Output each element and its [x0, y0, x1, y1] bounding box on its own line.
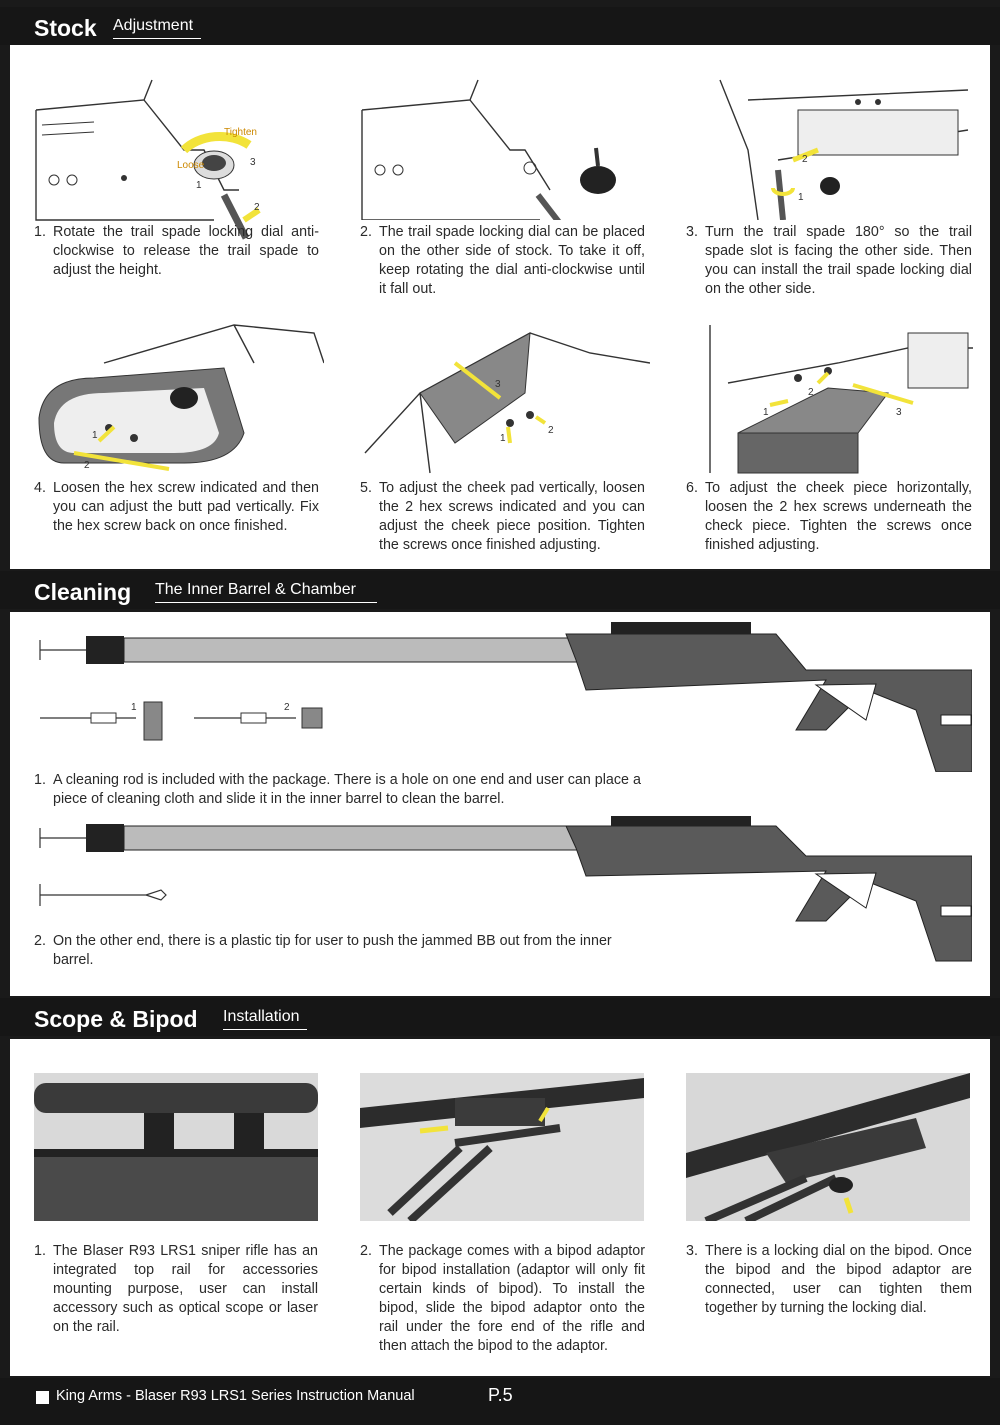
bipod-adaptor-photo: [360, 1073, 644, 1221]
cleaning-section-header: Cleaning The Inner Barrel & Chamber: [0, 571, 1000, 609]
section-subtitle: Adjustment: [113, 17, 194, 34]
svg-text:3: 3: [495, 379, 501, 390]
scope-step-1-caption: 1. The Blaser R93 LRS1 sniper rifle has …: [34, 1243, 318, 1335]
header-rule: [113, 38, 201, 39]
spade-turned-figure: 1 2: [718, 70, 974, 220]
dial-removed-figure: [360, 70, 650, 220]
scope-section-header: Scope & Bipod Installation: [0, 998, 1000, 1036]
svg-text:2: 2: [84, 460, 90, 471]
svg-text:2: 2: [548, 425, 554, 436]
scope-photo: [34, 1073, 318, 1221]
svg-text:1: 1: [500, 433, 506, 444]
svg-text:2: 2: [808, 387, 814, 398]
stock-step-2-caption: 2. The trail spade locking dial can be p…: [360, 224, 645, 297]
scope-panel: 1. The Blaser R93 LRS1 sniper rifle has …: [10, 1039, 990, 1376]
cleaning-panel: 1 2 1. A cleaning rod is included with t…: [10, 612, 990, 996]
svg-text:3: 3: [250, 157, 256, 168]
svg-text:3: 3: [896, 407, 902, 418]
header-rule: [155, 602, 377, 603]
page-number: P.5: [488, 1385, 513, 1405]
bipod-locking-dial-photo: [686, 1073, 970, 1221]
stock-step-1-caption: 1. Rotate the trail spade locking dial a…: [34, 224, 319, 278]
scope-step-2-caption: 2. The package comes with a bipod adapto…: [360, 1243, 645, 1354]
svg-text:2: 2: [254, 202, 260, 213]
stock-step-6-caption: 6. To adjust the cheek piece horizontall…: [686, 480, 972, 553]
cleaning-step-2-caption: 2. On the other end, there is a plastic …: [34, 933, 612, 968]
stock-panel: Tighten Loose 1 2 3 1. Rotate the trail …: [10, 45, 990, 569]
cheek-pad-vertical-figure: 1 2 3: [360, 323, 650, 475]
cleaning-step-1-caption: 1. A cleaning rod is included with the p…: [34, 772, 641, 807]
svg-text:Tighten: Tighten: [224, 127, 257, 138]
svg-text:2: 2: [284, 702, 290, 713]
svg-text:1: 1: [763, 407, 769, 418]
cheek-piece-horizontal-figure: 1 2 3: [708, 323, 974, 475]
scope-step-3-caption: 3. There is a locking dial on the bipod.…: [686, 1243, 972, 1316]
svg-text:1: 1: [196, 180, 202, 191]
manual-title: King Arms - Blaser R93 LRS1 Series Instr…: [56, 1388, 415, 1404]
section-subtitle: Installation: [223, 1008, 300, 1025]
section-title: Stock: [34, 15, 97, 41]
section-title: Scope & Bipod: [34, 1006, 198, 1032]
plastic-tip-barrel-figure: [36, 816, 972, 966]
svg-text:Loose: Loose: [177, 160, 205, 171]
cleaning-rod-barrel-figure: 1 2: [36, 620, 972, 772]
stock-section-header: Stock Adjustment: [0, 7, 1000, 45]
page-footer: King Arms - Blaser R93 LRS1 Series Instr…: [0, 1378, 1000, 1425]
stock-step-3-caption: 3. Turn the trail spade 180° so the trai…: [686, 224, 972, 297]
stock-step-5-caption: 5. To adjust the cheek pad vertically, l…: [360, 480, 645, 553]
section-subtitle: The Inner Barrel & Chamber: [155, 581, 356, 598]
header-rule: [223, 1029, 307, 1030]
butt-pad-figure: 1 2: [34, 323, 324, 475]
svg-text:1: 1: [798, 192, 804, 203]
section-title: Cleaning: [34, 579, 132, 605]
footer-square-icon: [36, 1391, 49, 1404]
stock-step-4-caption: 4. Loosen the hex screw indicated and th…: [34, 480, 319, 534]
svg-text:1: 1: [92, 430, 98, 441]
trail-spade-dial-figure: Tighten Loose 1 2 3: [34, 70, 324, 255]
svg-text:1: 1: [131, 702, 137, 713]
svg-text:2: 2: [802, 154, 808, 165]
